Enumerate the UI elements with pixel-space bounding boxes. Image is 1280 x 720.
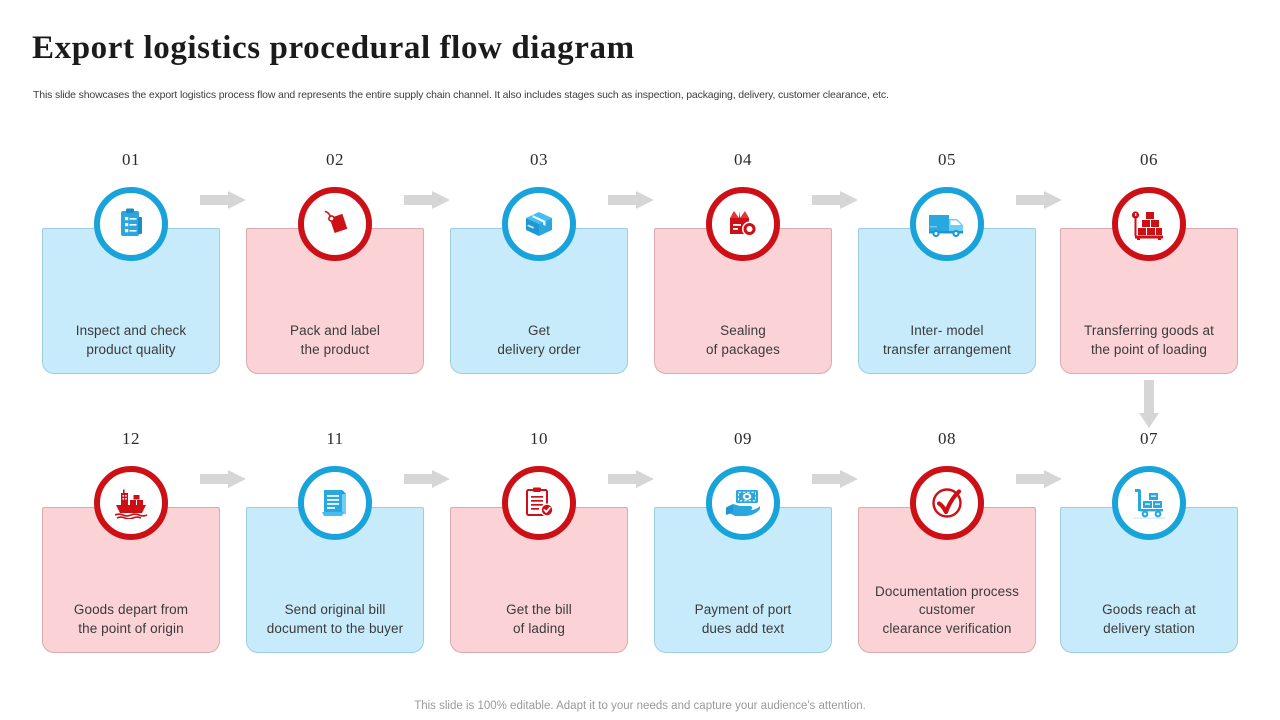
arrow-right-icon (404, 470, 450, 488)
card-label: Documentation process customer clearance… (875, 583, 1019, 636)
package-box-icon (502, 187, 576, 261)
sealed-box-icon (706, 187, 780, 261)
step-number: 08 (938, 429, 956, 448)
arrow-right-icon (200, 191, 246, 209)
flow-card[interactable]: Send original bill document to the buyer (246, 507, 424, 653)
card-label: Sealing of packages (706, 323, 780, 357)
flow-row-bottom: 12 Goods depart from (0, 429, 1280, 669)
arrow-right-icon (812, 191, 858, 209)
step-number: 11 (326, 429, 344, 448)
card-label: Get the bill of lading (506, 602, 572, 636)
arrow-right-icon (1016, 191, 1062, 209)
step-number: 05 (938, 150, 956, 169)
card-label: Payment of port dues add text (694, 602, 792, 636)
check-circle-icon (910, 466, 984, 540)
hand-truck-boxes-icon (1112, 466, 1186, 540)
footer-note: This slide is 100% editable. Adapt it to… (414, 700, 866, 712)
flow-step-10[interactable]: 10 Get the bill of lading (450, 429, 628, 659)
card-label: Inter- model transfer arrangement (882, 323, 1012, 357)
flow-step-12[interactable]: 12 Goods depart from (42, 429, 220, 659)
flow-step-02[interactable]: 02 Pack and label the product (246, 150, 424, 380)
flow-step-05[interactable]: 05 Inter- model transfer arrangement (858, 150, 1036, 380)
clipboard-checklist-icon (94, 187, 168, 261)
pallet-boxes-icon (1112, 187, 1186, 261)
arrow-right-icon (608, 191, 654, 209)
arrow-right-icon (812, 470, 858, 488)
card-label: Transferring goods at the point of loadi… (1084, 323, 1214, 357)
page-subtitle: This slide showcases the export logistic… (33, 89, 889, 101)
arrow-right-icon (608, 470, 654, 488)
arrow-down-icon (1139, 380, 1159, 428)
card-label: Inspect and check product quality (75, 323, 187, 357)
arrow-right-icon (1016, 470, 1062, 488)
flow-step-06[interactable]: 06 Transferring goods (1060, 150, 1238, 380)
step-number: 04 (734, 150, 752, 169)
card-label: Send original bill document to the buyer (266, 602, 404, 636)
cargo-ship-icon (94, 466, 168, 540)
flow-step-09[interactable]: 09 Payment of port dues add text (654, 429, 832, 659)
flow-step-07[interactable]: 07 Goods r (1060, 429, 1238, 659)
page-title: Export logistics procedural flow diagram (32, 30, 635, 66)
flow-step-11[interactable]: 11 Send original bill document to the bu… (246, 429, 424, 659)
step-number: 02 (326, 150, 344, 169)
card-label: Goods reach at delivery station (1102, 602, 1196, 636)
flow-step-01[interactable]: 01 Inspect and check product quality (42, 150, 220, 380)
step-number: 12 (122, 429, 140, 448)
step-number: 01 (122, 150, 140, 169)
hand-money-icon (706, 466, 780, 540)
step-number: 06 (1140, 150, 1158, 169)
card-label: Goods depart from the point of origin (73, 602, 189, 636)
delivery-van-icon (910, 187, 984, 261)
arrow-right-icon (200, 470, 246, 488)
card-label: Get delivery order (497, 323, 581, 357)
price-tag-icon (298, 187, 372, 261)
clipboard-check-icon (502, 466, 576, 540)
arrow-right-icon (404, 191, 450, 209)
step-number: 03 (530, 150, 548, 169)
flow-step-03[interactable]: 03 Get delivery order (450, 150, 628, 380)
flow-step-04[interactable]: 04 Sealing of packages (654, 150, 832, 380)
flow-row-top: 01 Inspect and check product quality (0, 150, 1280, 390)
card-label: Pack and label the product (290, 323, 380, 357)
flow-step-08[interactable]: 08 Documentation process customer cleara… (858, 429, 1036, 659)
step-number: 07 (1140, 429, 1158, 448)
document-invoice-icon (298, 466, 372, 540)
step-number: 09 (734, 429, 752, 448)
step-number: 10 (530, 429, 548, 448)
